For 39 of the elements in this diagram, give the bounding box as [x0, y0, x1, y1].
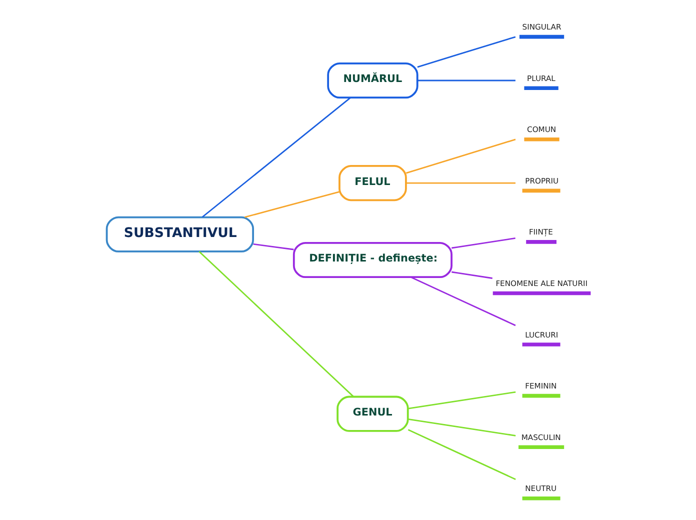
node-label: COMUN	[526, 125, 556, 134]
node-label: FEMININ	[524, 382, 556, 391]
connector	[416, 36, 516, 68]
connector	[410, 276, 516, 326]
node-label: FIINȚE	[528, 228, 552, 237]
node-label: FENOMENE ALE NATURII	[495, 279, 587, 288]
node-box	[518, 34, 564, 39]
node-box	[522, 188, 560, 193]
node-box: DEFINIȚIE - definește:	[292, 242, 452, 278]
node-box	[492, 291, 590, 296]
node-label: LUCRURI	[524, 330, 558, 340]
node-box	[522, 496, 560, 500]
node-box: SUBSTANTIVUL	[105, 216, 254, 252]
connector	[451, 271, 492, 279]
connector	[198, 251, 354, 398]
node-box: NUMĂRUL	[326, 62, 418, 99]
connector	[201, 97, 350, 218]
node-box: GENUL	[336, 396, 408, 432]
node-label: PROPRIU	[524, 176, 558, 186]
connector	[407, 429, 516, 480]
node-box	[522, 394, 560, 398]
node-box	[522, 342, 560, 346]
node-box: FELUL	[338, 165, 406, 202]
node-label: SINGULAR	[522, 22, 561, 32]
node-box	[526, 240, 556, 244]
connector	[408, 418, 516, 436]
node-label: NEUTRU	[524, 484, 556, 494]
connector	[252, 243, 294, 250]
connector	[408, 391, 516, 410]
connector	[406, 182, 515, 184]
connector	[451, 238, 515, 249]
connector	[416, 80, 515, 82]
node-label: MASCULIN	[520, 432, 560, 442]
node-label: PLURAL	[526, 74, 555, 83]
connector	[244, 191, 340, 218]
node-box	[524, 137, 559, 142]
connector	[405, 138, 516, 174]
node-box	[518, 445, 564, 449]
node-box	[524, 86, 558, 90]
